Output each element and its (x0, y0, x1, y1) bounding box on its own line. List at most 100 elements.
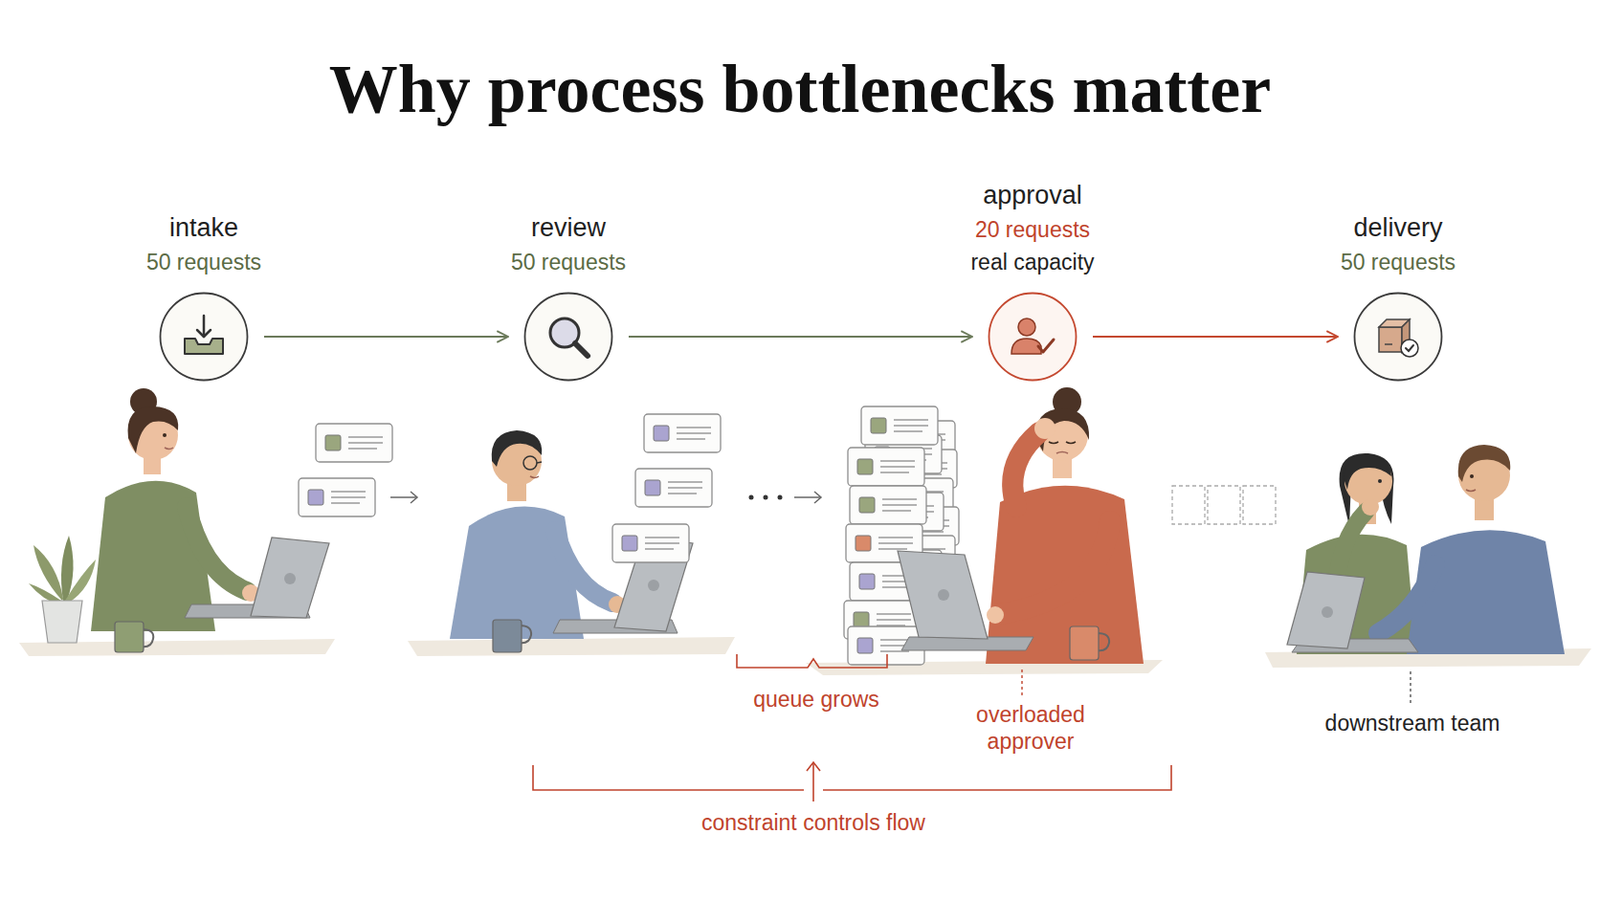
stage-circle (524, 293, 612, 381)
flow-dots (794, 496, 822, 499)
downstream-person (1377, 444, 1565, 655)
stage-circle (523, 291, 614, 382)
constraint-bracket (806, 762, 821, 772)
intake-mug (114, 622, 154, 653)
request-card (612, 524, 689, 563)
stage-count: real capacity (970, 246, 1094, 279)
stage-icon (1405, 345, 1414, 352)
flow-dots (749, 491, 823, 504)
plant (28, 535, 96, 644)
plant (42, 600, 83, 644)
flow-dots (749, 495, 755, 501)
downstream-person (1469, 474, 1474, 479)
request-stack (849, 486, 927, 525)
leader-line (1021, 669, 1023, 697)
stage-icon (184, 315, 223, 355)
stage-icon (1400, 339, 1419, 357)
queue-bracket (736, 654, 888, 668)
approver-laptop (897, 551, 1034, 651)
approver-laptop (937, 589, 950, 601)
intake-laptop (184, 537, 330, 619)
queue-bracket (736, 654, 888, 668)
review-person (523, 456, 537, 470)
stage-node: delivery50 requests (1340, 209, 1456, 382)
stage-icon (1011, 318, 1054, 355)
stage-circle (523, 291, 614, 382)
intake-person (186, 507, 247, 592)
stage-circle (987, 291, 1078, 382)
approver-person (1066, 442, 1076, 445)
constraint-bracket (533, 765, 1172, 791)
approver-mug (1069, 626, 1110, 661)
flow-connector (264, 335, 509, 338)
stage-icon (1018, 318, 1036, 336)
stage-count: 50 requests (1340, 246, 1456, 279)
flow-arrow (410, 491, 418, 504)
stage-icon (1378, 319, 1419, 357)
annotation: queue grows (753, 687, 880, 714)
intake-mug (114, 622, 144, 653)
approver-mug (1069, 626, 1099, 661)
flow-dots (777, 495, 783, 501)
stage-circle (158, 291, 249, 382)
stage-circle (989, 293, 1077, 381)
downstream-person (1361, 498, 1379, 516)
annotation: constraint controls flow (701, 810, 926, 838)
leader-line (1022, 669, 1411, 707)
plant (65, 559, 96, 603)
approver-laptop (897, 551, 988, 640)
annotation: downstream team (1325, 711, 1501, 738)
approver-person (1048, 442, 1059, 445)
delivery-laptop (1321, 606, 1334, 619)
request-card (644, 414, 721, 453)
approver-person (1012, 432, 1040, 508)
flow-dots (814, 491, 822, 504)
flow-dots (763, 495, 769, 501)
stage-icon (1384, 343, 1393, 346)
stage-name: intake (169, 209, 239, 247)
approver-person (986, 606, 1004, 624)
request-card (315, 423, 393, 463)
delivery-laptop (1287, 572, 1365, 649)
intake-person (162, 433, 167, 438)
stage-name: delivery (1353, 209, 1443, 247)
stage-node: review50 requests (511, 209, 626, 382)
request-card (635, 468, 712, 508)
constraint-bracket (533, 762, 1172, 802)
approver-person (1034, 418, 1056, 440)
review-person (449, 430, 626, 640)
stage-circle (1353, 291, 1444, 382)
stage-circle (987, 291, 1078, 382)
stage-node: intake50 requests (146, 209, 262, 382)
review-desk (407, 637, 735, 657)
review-laptop (647, 579, 660, 592)
stage-icon (550, 318, 588, 356)
intake-person (90, 388, 260, 632)
stage-node: approval20 requestsreal capacity (970, 177, 1094, 382)
empty-slot (1207, 486, 1241, 525)
stage-icon (575, 343, 588, 356)
request-card (298, 423, 393, 517)
stage-icon (184, 338, 223, 355)
stage-count: 20 requests (975, 214, 1090, 246)
request-stack (861, 406, 938, 445)
stage-circle (1353, 291, 1444, 382)
flow-arrow (390, 496, 418, 499)
constraint-bracket (812, 763, 815, 802)
intake-laptop (250, 537, 330, 619)
review-person (530, 476, 539, 479)
leader-line (1409, 671, 1411, 707)
approver-person (985, 387, 1144, 665)
review-person (536, 462, 542, 464)
request-card (298, 478, 376, 517)
intake-person (128, 406, 179, 454)
request-card (612, 414, 721, 563)
flow-arrow (390, 491, 418, 504)
request-stack (847, 447, 925, 487)
empty-slot (1243, 486, 1276, 525)
stage-circle (158, 291, 249, 382)
stage-circle (159, 293, 247, 381)
